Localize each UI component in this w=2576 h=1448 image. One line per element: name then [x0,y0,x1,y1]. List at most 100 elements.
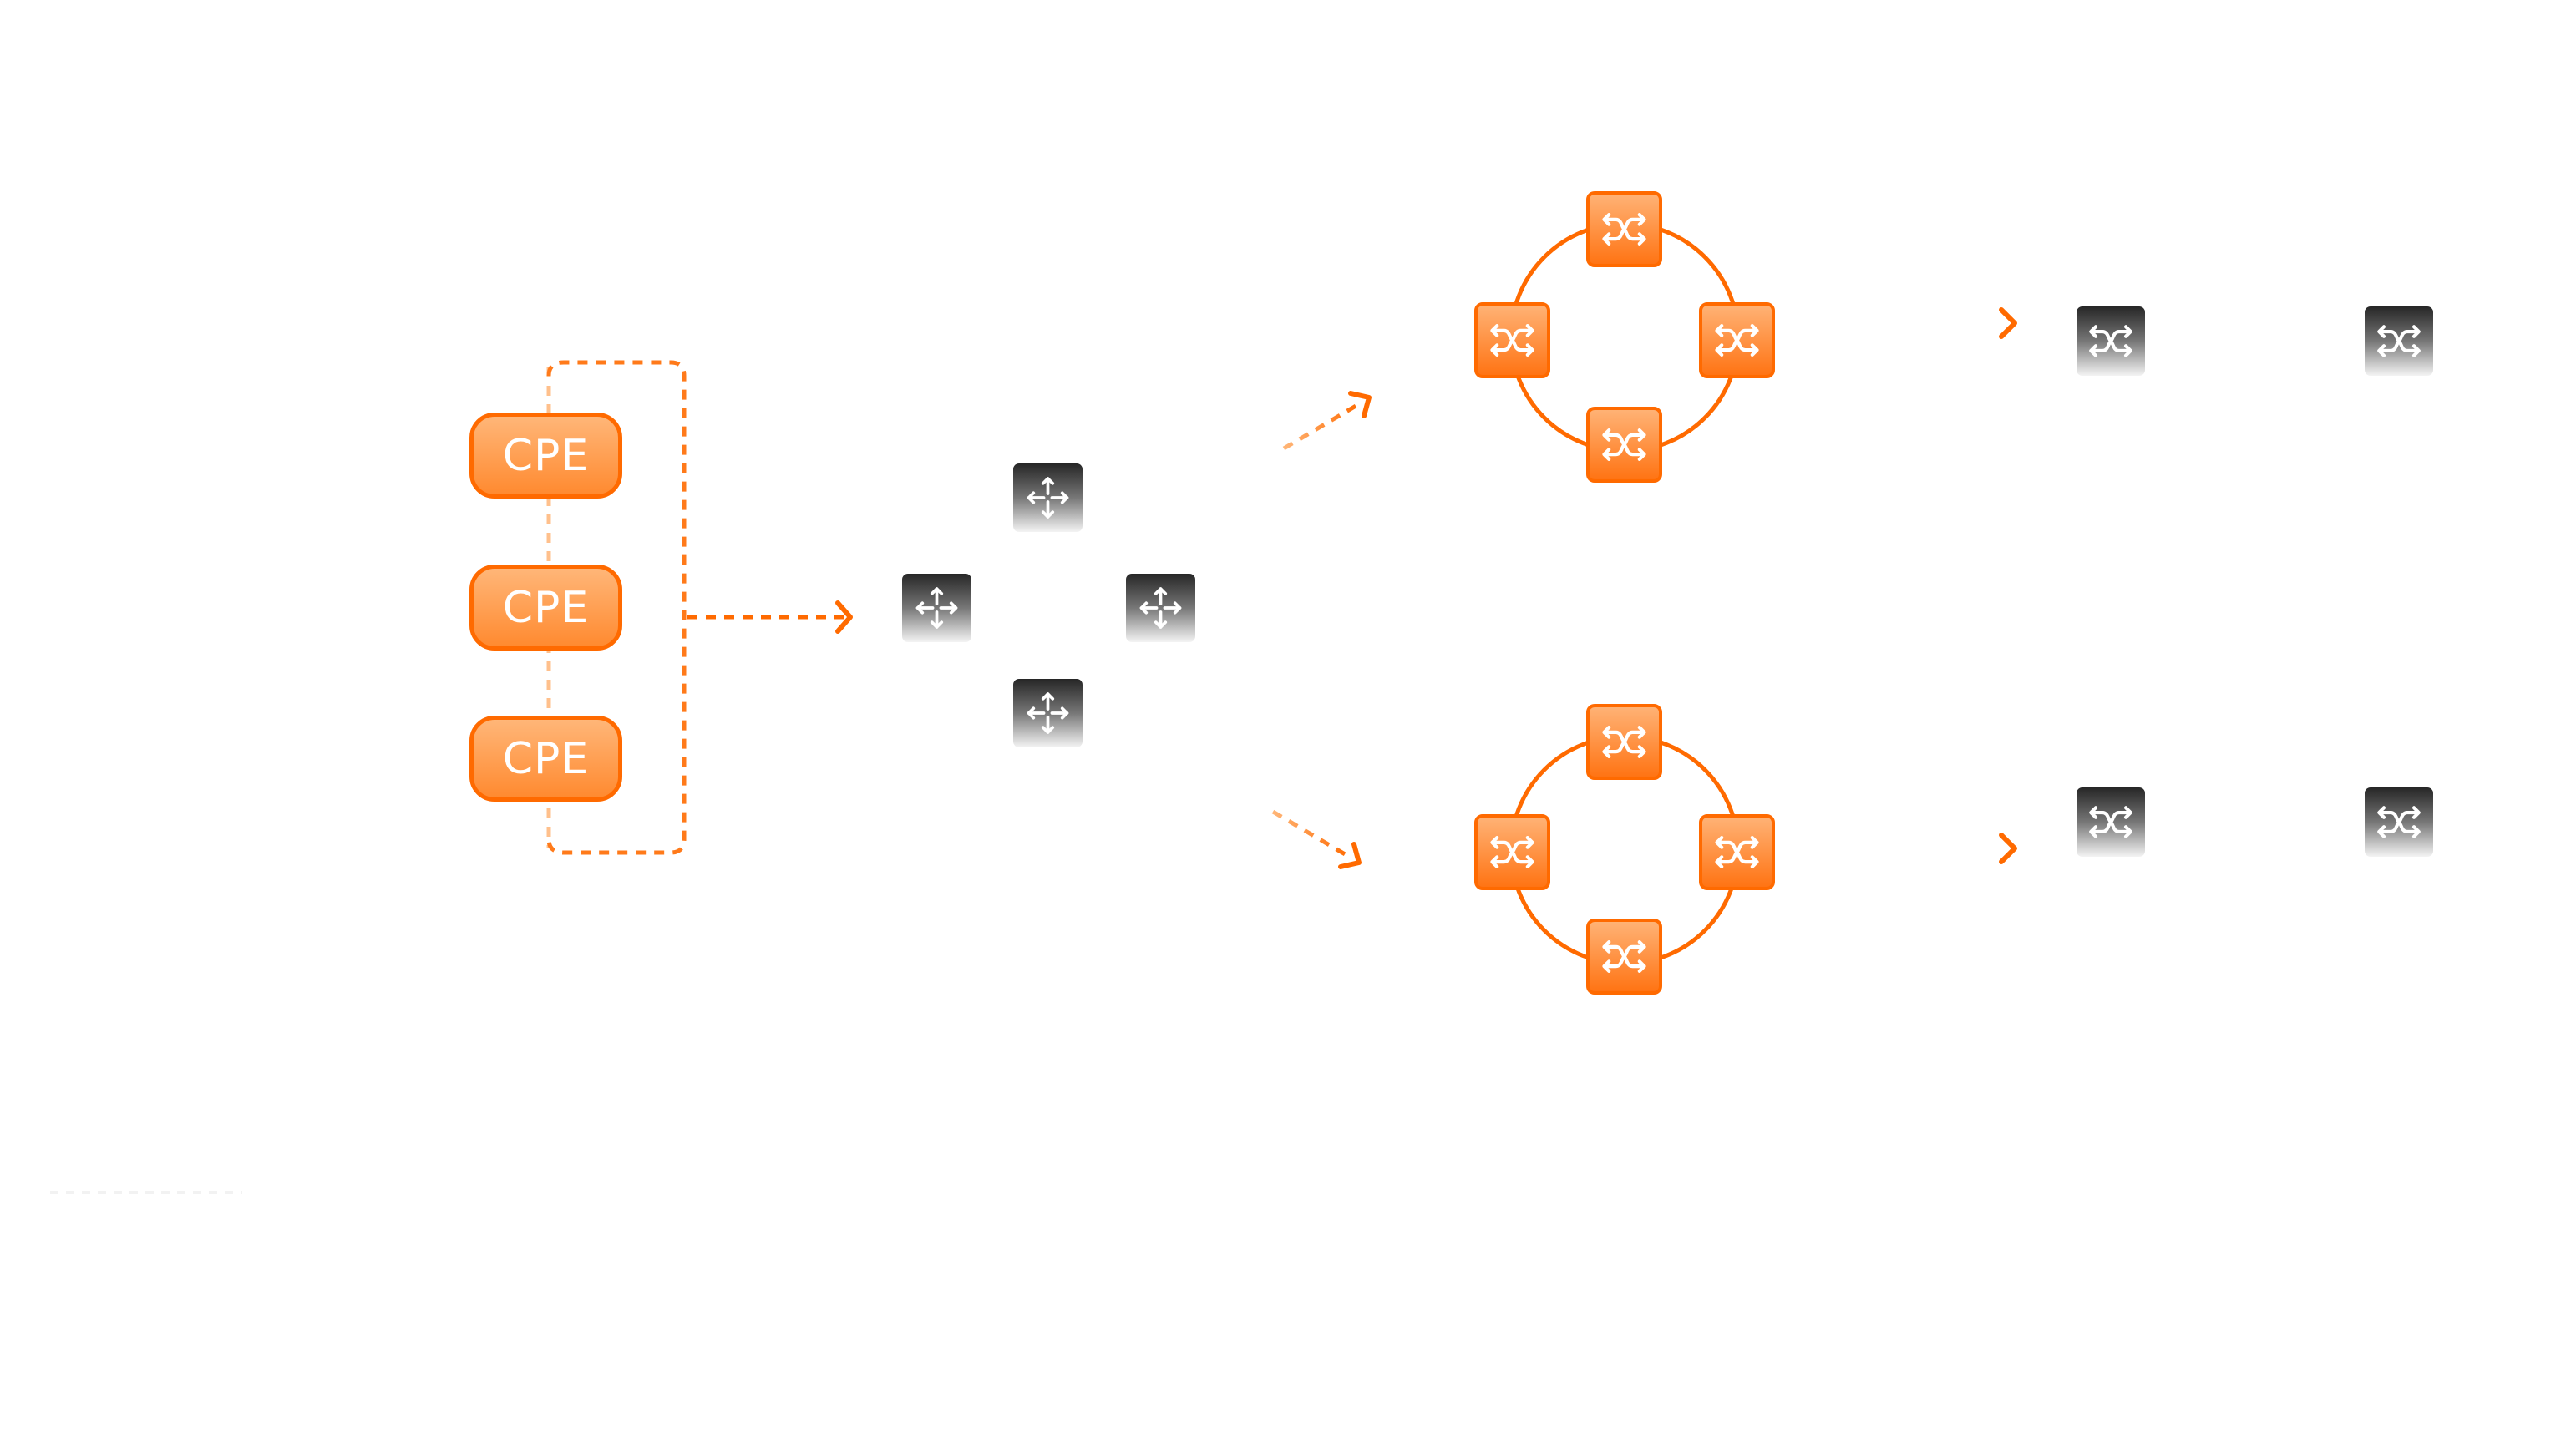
switch-icon [1602,428,1646,462]
switch-arrow-stroke [1491,840,1534,864]
switch-arrow-stroke [1637,745,1646,759]
lower-downstream-switch-2[interactable] [2365,787,2433,857]
switch-arrow-stroke [2377,325,2386,338]
switch-arrow-stroke [2123,344,2132,357]
upper-ring-switch-left[interactable] [1474,302,1550,378]
router-node-right[interactable] [1126,574,1195,642]
lower-ring-switch-bottom[interactable] [1586,919,1662,995]
cpe-label: CPE [502,733,590,784]
switch-arrow-stroke [1637,725,1646,739]
switch-arrow-stroke [1637,939,1646,954]
switch-arrow-stroke [1750,323,1759,337]
upper-ring-switch-top[interactable] [1586,191,1662,267]
arrowhead-icon [835,600,853,634]
switch-icon [1602,939,1646,974]
upper-ring-switch-bottom[interactable] [1586,407,1662,483]
switch-arrow-stroke [1602,939,1611,954]
switch-arrow-stroke [2377,810,2421,834]
switch-arrow-stroke [2123,825,2132,838]
lower-downstream-switch-1[interactable] [2077,787,2145,857]
cpe-label: CPE [502,430,590,481]
router-arrow-stroke [1173,601,1182,615]
switch-arrow-stroke [1715,343,1724,357]
router-arrow-stroke [1027,706,1036,720]
switch-arrow-stroke [1715,855,1724,869]
switch-arrow-stroke [1602,448,1611,462]
switch-arrow-stroke [2377,329,2421,353]
router-arrow-stroke [1060,706,1069,720]
router-node-bottom[interactable] [1013,679,1083,747]
lower-ring-switch-right[interactable] [1699,814,1775,890]
switch-arrow-stroke [1490,343,1499,357]
switch-icon [1715,323,1759,357]
switch-arrow-stroke [1603,944,1645,969]
switch-arrow-stroke [1637,232,1646,246]
switch-arrow-stroke [2089,810,2132,834]
switch-icon [1490,835,1534,869]
router-icon [1139,587,1182,629]
router-icon [915,587,958,629]
switch-arrow-stroke [1715,323,1724,337]
router-node-left[interactable] [902,574,971,642]
router-arrow-stroke [930,587,944,595]
router-node-top[interactable] [1013,463,1083,532]
switch-arrow-stroke [2123,806,2132,819]
switch-arrow-stroke [1602,745,1611,759]
switch-icon [2089,806,2132,838]
switch-arrow-stroke [1715,835,1724,849]
router-icon [1027,477,1069,519]
switch-arrow-stroke [2089,325,2098,338]
switch-icon [1602,725,1646,759]
upper-downstream-switch-1[interactable] [2077,306,2145,376]
switch-arrow-stroke [1525,343,1534,357]
router-arrow-stroke [1154,620,1168,629]
cpe-node[interactable]: CPE [469,716,622,802]
arrowhead-icon [1338,842,1362,869]
upper-downstream-switch-2[interactable] [2365,306,2433,376]
upper-ring-switch-right[interactable] [1699,302,1775,378]
switch-arrow-stroke [1637,212,1646,226]
switch-arrow-stroke [1750,343,1759,357]
switch-arrow-stroke [2089,329,2132,353]
lower-ring-switch-left[interactable] [1474,814,1550,890]
switch-arrow-stroke [1603,433,1645,457]
router-arrow-stroke [1041,726,1055,734]
lower-ring-switch-top[interactable] [1586,704,1662,780]
flow-routers-to-lower-ring [1271,809,1352,860]
switch-arrow-stroke [2089,344,2098,357]
router-arrow-stroke [1139,601,1149,615]
switch-arrow-stroke [2377,806,2386,819]
router-arrow-stroke [915,601,925,615]
cpe-node[interactable]: CPE [469,565,622,651]
switch-arrow-stroke [1716,328,1758,352]
switch-arrow-stroke [1602,212,1611,226]
switch-arrow-stroke [2411,325,2421,338]
switch-arrow-stroke [1490,855,1499,869]
switch-arrow-stroke [1750,835,1759,849]
switch-icon [1490,323,1534,357]
switch-icon [1602,212,1646,246]
switch-arrow-stroke [2123,325,2132,338]
switch-icon [2377,325,2421,357]
switch-arrow-stroke [1603,217,1645,241]
arrowhead-icon [1999,833,2017,864]
switch-arrow-stroke [1490,835,1499,849]
arrowhead-icon [1999,307,2017,339]
router-arrow-stroke [930,620,944,629]
switch-arrow-stroke [2089,806,2098,819]
router-arrow-stroke [1154,587,1168,595]
cpe-node[interactable]: CPE [469,413,622,499]
switch-icon [2089,325,2132,357]
switch-arrow-stroke [1637,448,1646,462]
switch-arrow-stroke [1750,855,1759,869]
router-arrow-stroke [1041,510,1055,519]
switch-arrow-stroke [1491,328,1534,352]
switch-arrow-stroke [1637,428,1646,442]
switch-icon [2377,806,2421,838]
router-arrow-stroke [1060,491,1069,504]
switch-arrow-stroke [1637,959,1646,974]
switch-arrow-stroke [1490,323,1499,337]
switch-icon [1715,835,1759,869]
